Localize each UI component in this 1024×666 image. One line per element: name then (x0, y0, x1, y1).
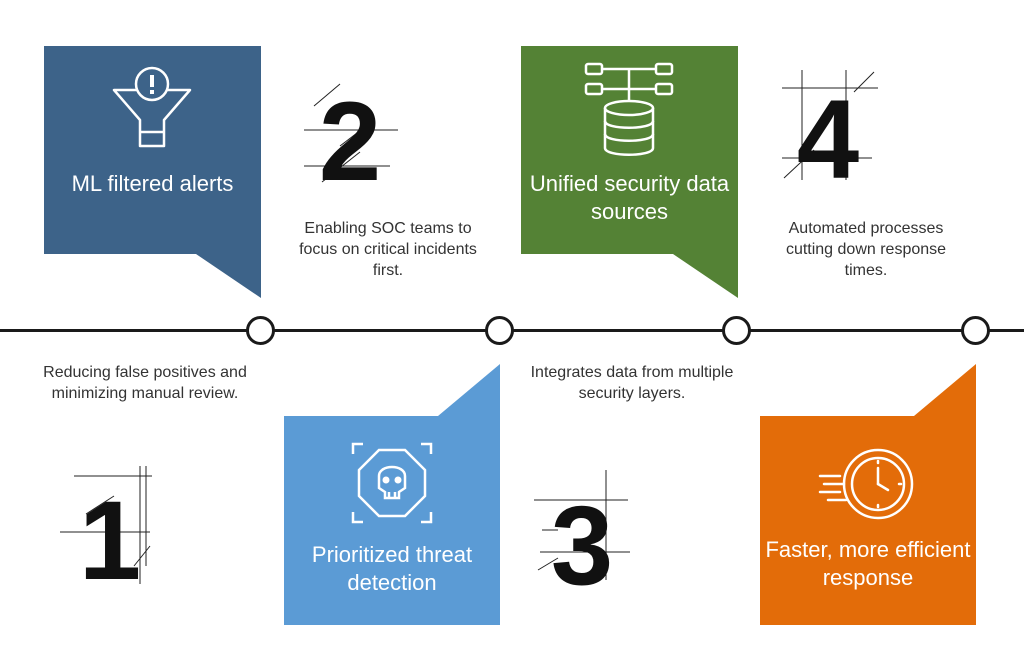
step-4-description: Automated processes cutting down respons… (785, 220, 947, 279)
timeline-node-1 (246, 316, 275, 345)
timeline-node-2 (485, 316, 514, 345)
step-2-number-text: 2 (319, 79, 381, 192)
filter-alert-icon (112, 66, 192, 148)
step-4-card: Faster, more efficient response (760, 364, 976, 625)
step-2-title: Prioritized threat detection (311, 542, 473, 595)
step-4-number: 4 (780, 70, 880, 202)
timeline-node-4 (961, 316, 990, 345)
skull-target-icon (351, 442, 433, 524)
step-4-number-text: 4 (797, 77, 859, 190)
step-2-description: Enabling SOC teams to focus on critical … (299, 220, 477, 279)
step-3-number-text: 3 (551, 483, 613, 590)
step-3-description: Integrates data from multiple security l… (530, 364, 734, 402)
step-2-number: 2 (300, 72, 400, 204)
step-1-description: Reducing false positives and minimizing … (43, 364, 247, 402)
step-1-number-text: 1 (79, 478, 141, 586)
step-4-title: Faster, more efficient response (765, 537, 971, 590)
step-1-number: 1 (60, 466, 160, 603)
step-3-title: Unified security data sources (529, 171, 730, 224)
timeline-node-3 (722, 316, 751, 345)
fast-clock-icon (818, 448, 914, 520)
database-network-icon (584, 62, 674, 156)
step-3-card: Unified security data sources (521, 46, 738, 298)
step-1-title: ML filtered alerts (71, 171, 234, 196)
step-2-card: Prioritized threat detection (284, 364, 500, 625)
step-3-number: 3 (532, 470, 632, 608)
step-1-card: ML filtered alerts (44, 46, 261, 298)
